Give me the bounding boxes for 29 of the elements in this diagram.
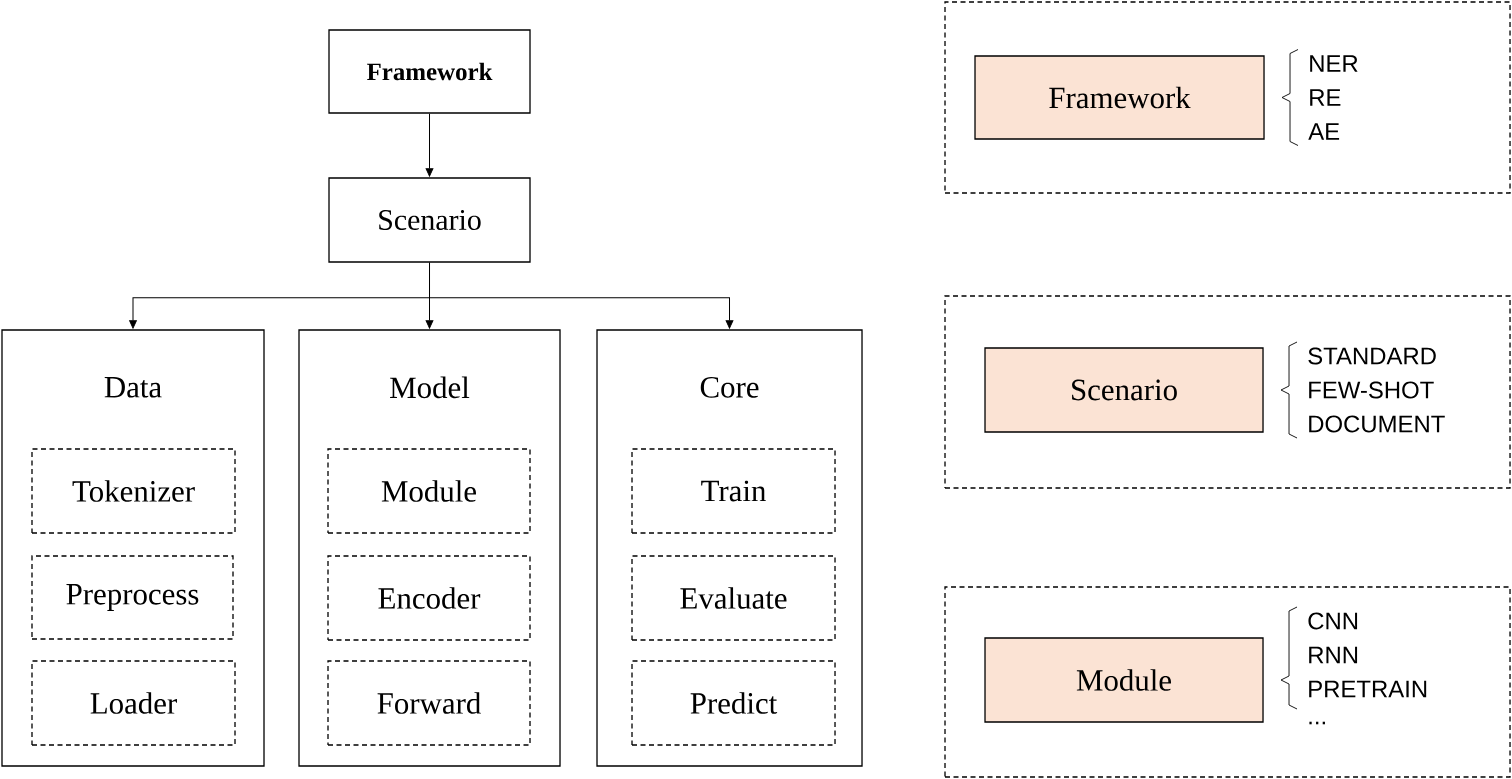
list-item: CNN — [1308, 612, 1358, 630]
component-box: Predict — [631, 660, 836, 746]
list-item: ... — [1309, 721, 1325, 725]
list-item: FEW-SHOT — [1309, 381, 1434, 399]
list-item: AE — [1308, 123, 1340, 140]
component-box: Forward — [327, 660, 531, 746]
dashed-panel — [944, 295, 1511, 489]
list-item: DOCUMENT — [1309, 415, 1445, 433]
category-box: Scenario — [984, 347, 1264, 433]
process-box: Framework — [328, 29, 531, 114]
arrow — [429, 262, 734, 329]
list-item: PRETRAIN — [1309, 680, 1427, 698]
category-box: Module — [984, 637, 1264, 723]
dashed-panel — [944, 586, 1511, 778]
list-item: STANDARD — [1308, 347, 1436, 365]
list-item: RE — [1310, 89, 1341, 106]
component-box: Tokenizer — [31, 448, 236, 534]
category-box: Framework — [974, 55, 1265, 140]
component-box: Module — [327, 448, 531, 534]
arrow — [425, 113, 434, 177]
component-box: Loader — [31, 660, 236, 746]
list-item: NER — [1310, 55, 1358, 72]
component-box: Evaluate — [631, 555, 836, 641]
process-box: Scenario — [328, 177, 531, 263]
dashed-panel — [944, 1, 1511, 194]
component-box: Preprocess — [31, 555, 234, 640]
component-box: Encoder — [327, 555, 531, 641]
list-item: RNN — [1309, 646, 1358, 664]
component-box: Train — [631, 448, 836, 534]
